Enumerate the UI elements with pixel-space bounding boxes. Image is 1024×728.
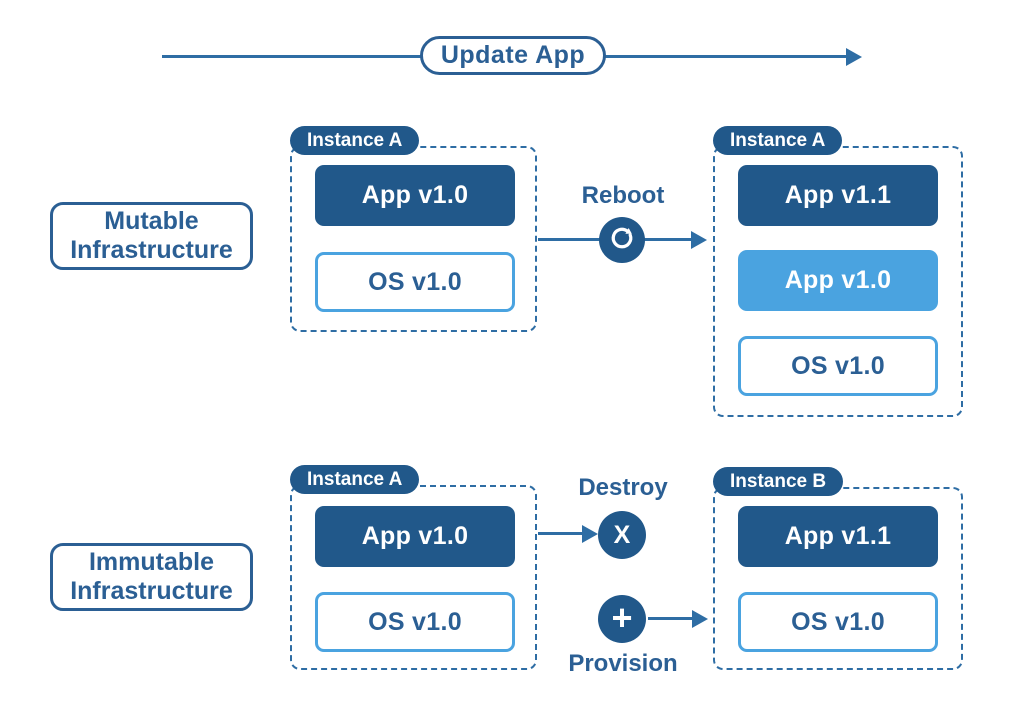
- destroy-label: Destroy: [578, 474, 668, 501]
- row-label-line1: Mutable: [104, 206, 199, 235]
- row-label-line2: Infrastructure: [70, 236, 233, 264]
- os-layer: OS v1.0: [315, 592, 515, 652]
- instance-tag: Instance A: [290, 465, 420, 494]
- instance-box-mutable-after: Instance A App v1.1 App v1.0 OS v1.0: [713, 126, 963, 417]
- destroy-arrow-head-icon: [582, 525, 598, 543]
- app-layer: App v1.0: [315, 506, 515, 567]
- instance-box-immutable-after: Instance B App v1.1 OS v1.0: [713, 467, 963, 670]
- update-app-label: Update App: [420, 36, 606, 75]
- reboot-icon: [607, 223, 637, 258]
- instance-tag: Instance A: [290, 126, 420, 155]
- app-new-layer: App v1.1: [738, 165, 938, 226]
- update-arrow-head-icon: [846, 48, 862, 66]
- provision-plus-icon: +: [611, 596, 633, 638]
- os-layer: OS v1.0: [738, 592, 938, 652]
- destroy-x-icon: X: [613, 520, 631, 549]
- destroy-circle: X: [598, 511, 646, 559]
- app-old-layer: App v1.0: [738, 250, 938, 311]
- instance-tag: Instance A: [713, 126, 843, 155]
- app-layer: App v1.1: [738, 506, 938, 567]
- immutable-infrastructure-label: Immutable Infrastructure: [50, 543, 253, 611]
- provision-label: Provision: [568, 650, 678, 677]
- reboot-label: Reboot: [581, 182, 665, 209]
- row-label-line2: Infrastructure: [70, 577, 233, 605]
- provision-circle: +: [598, 595, 646, 643]
- os-layer: OS v1.0: [315, 252, 515, 312]
- instance-box-immutable-before: Instance A App v1.0 OS v1.0: [290, 465, 537, 670]
- provision-arrow-head-icon: [692, 610, 708, 628]
- instance-tag: Instance B: [713, 467, 844, 496]
- app-layer: App v1.0: [315, 165, 515, 226]
- instance-box-mutable-before: Instance A App v1.0 OS v1.0: [290, 126, 537, 332]
- reboot-circle: [599, 217, 645, 263]
- destroy-arrow-line: [538, 532, 584, 535]
- reboot-arrow-head-icon: [691, 231, 707, 249]
- mutable-infrastructure-label: Mutable Infrastructure: [50, 202, 253, 270]
- provision-arrow-line: [648, 617, 694, 620]
- row-label-line1: Immutable: [88, 547, 215, 576]
- os-layer: OS v1.0: [738, 336, 938, 396]
